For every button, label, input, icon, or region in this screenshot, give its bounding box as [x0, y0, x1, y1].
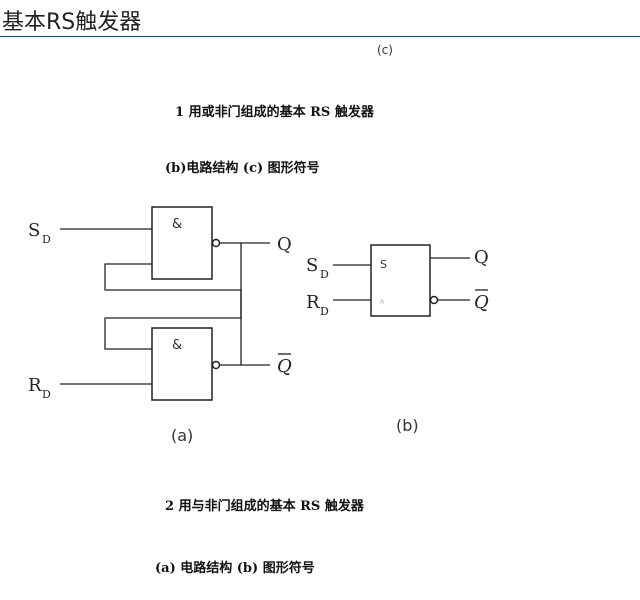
- slide-title: 基本RS触发器: [2, 10, 142, 35]
- bottom-nand-gate: [151, 327, 213, 401]
- symbol-r-subscript: D: [320, 305, 329, 318]
- r-input-subscript: D: [42, 388, 51, 401]
- symbol-b: S R S D R D Q Q (b): [306, 244, 489, 435]
- bottom-gate-inversion-bubble: [211, 360, 221, 370]
- symbol-q-label: Q: [474, 247, 489, 268]
- s-input-subscript: D: [42, 233, 51, 246]
- circuit-a-label: (a): [171, 426, 193, 445]
- top-nand-gate: [151, 206, 213, 280]
- caption-section2: 2 用与非门组成的基本 RS 触发器: [165, 499, 364, 514]
- q-output-label: Q: [277, 234, 292, 255]
- symbol-s-label: S: [306, 255, 318, 276]
- title-underline: [0, 36, 640, 37]
- corner-label: (c): [377, 43, 393, 57]
- caption-section2-sub: (a) 电路结构 (b) 图形符号: [155, 561, 315, 576]
- symbol-r-mark: R: [380, 299, 384, 306]
- top-gate-inversion-bubble: [211, 238, 221, 248]
- s-input-label: S: [28, 220, 40, 241]
- symbol-r-label: R: [306, 292, 320, 313]
- symbol-s-subscript: D: [320, 268, 329, 281]
- symbol-inversion-bubble: [429, 295, 439, 305]
- symbol-qbar-label: Q: [474, 292, 489, 313]
- symbol-b-label: (b): [396, 416, 419, 435]
- symbol-s-mark: S: [380, 258, 387, 271]
- top-gate-symbol: &: [172, 217, 182, 232]
- qbar-output-label: Q: [277, 356, 292, 377]
- bottom-gate-symbol: &: [172, 338, 182, 353]
- caption-section1: 1 用或非门组成的基本 RS 触发器: [175, 105, 374, 120]
- feedback-qbar-to-top: [104, 263, 242, 365]
- flipflop-symbol-box: [370, 244, 431, 317]
- circuit-a: & & S D R D Q Q (a): [28, 206, 292, 445]
- caption-section1-sub: (b)电路结构 (c) 图形符号: [165, 161, 320, 176]
- r-input-label: R: [28, 375, 42, 396]
